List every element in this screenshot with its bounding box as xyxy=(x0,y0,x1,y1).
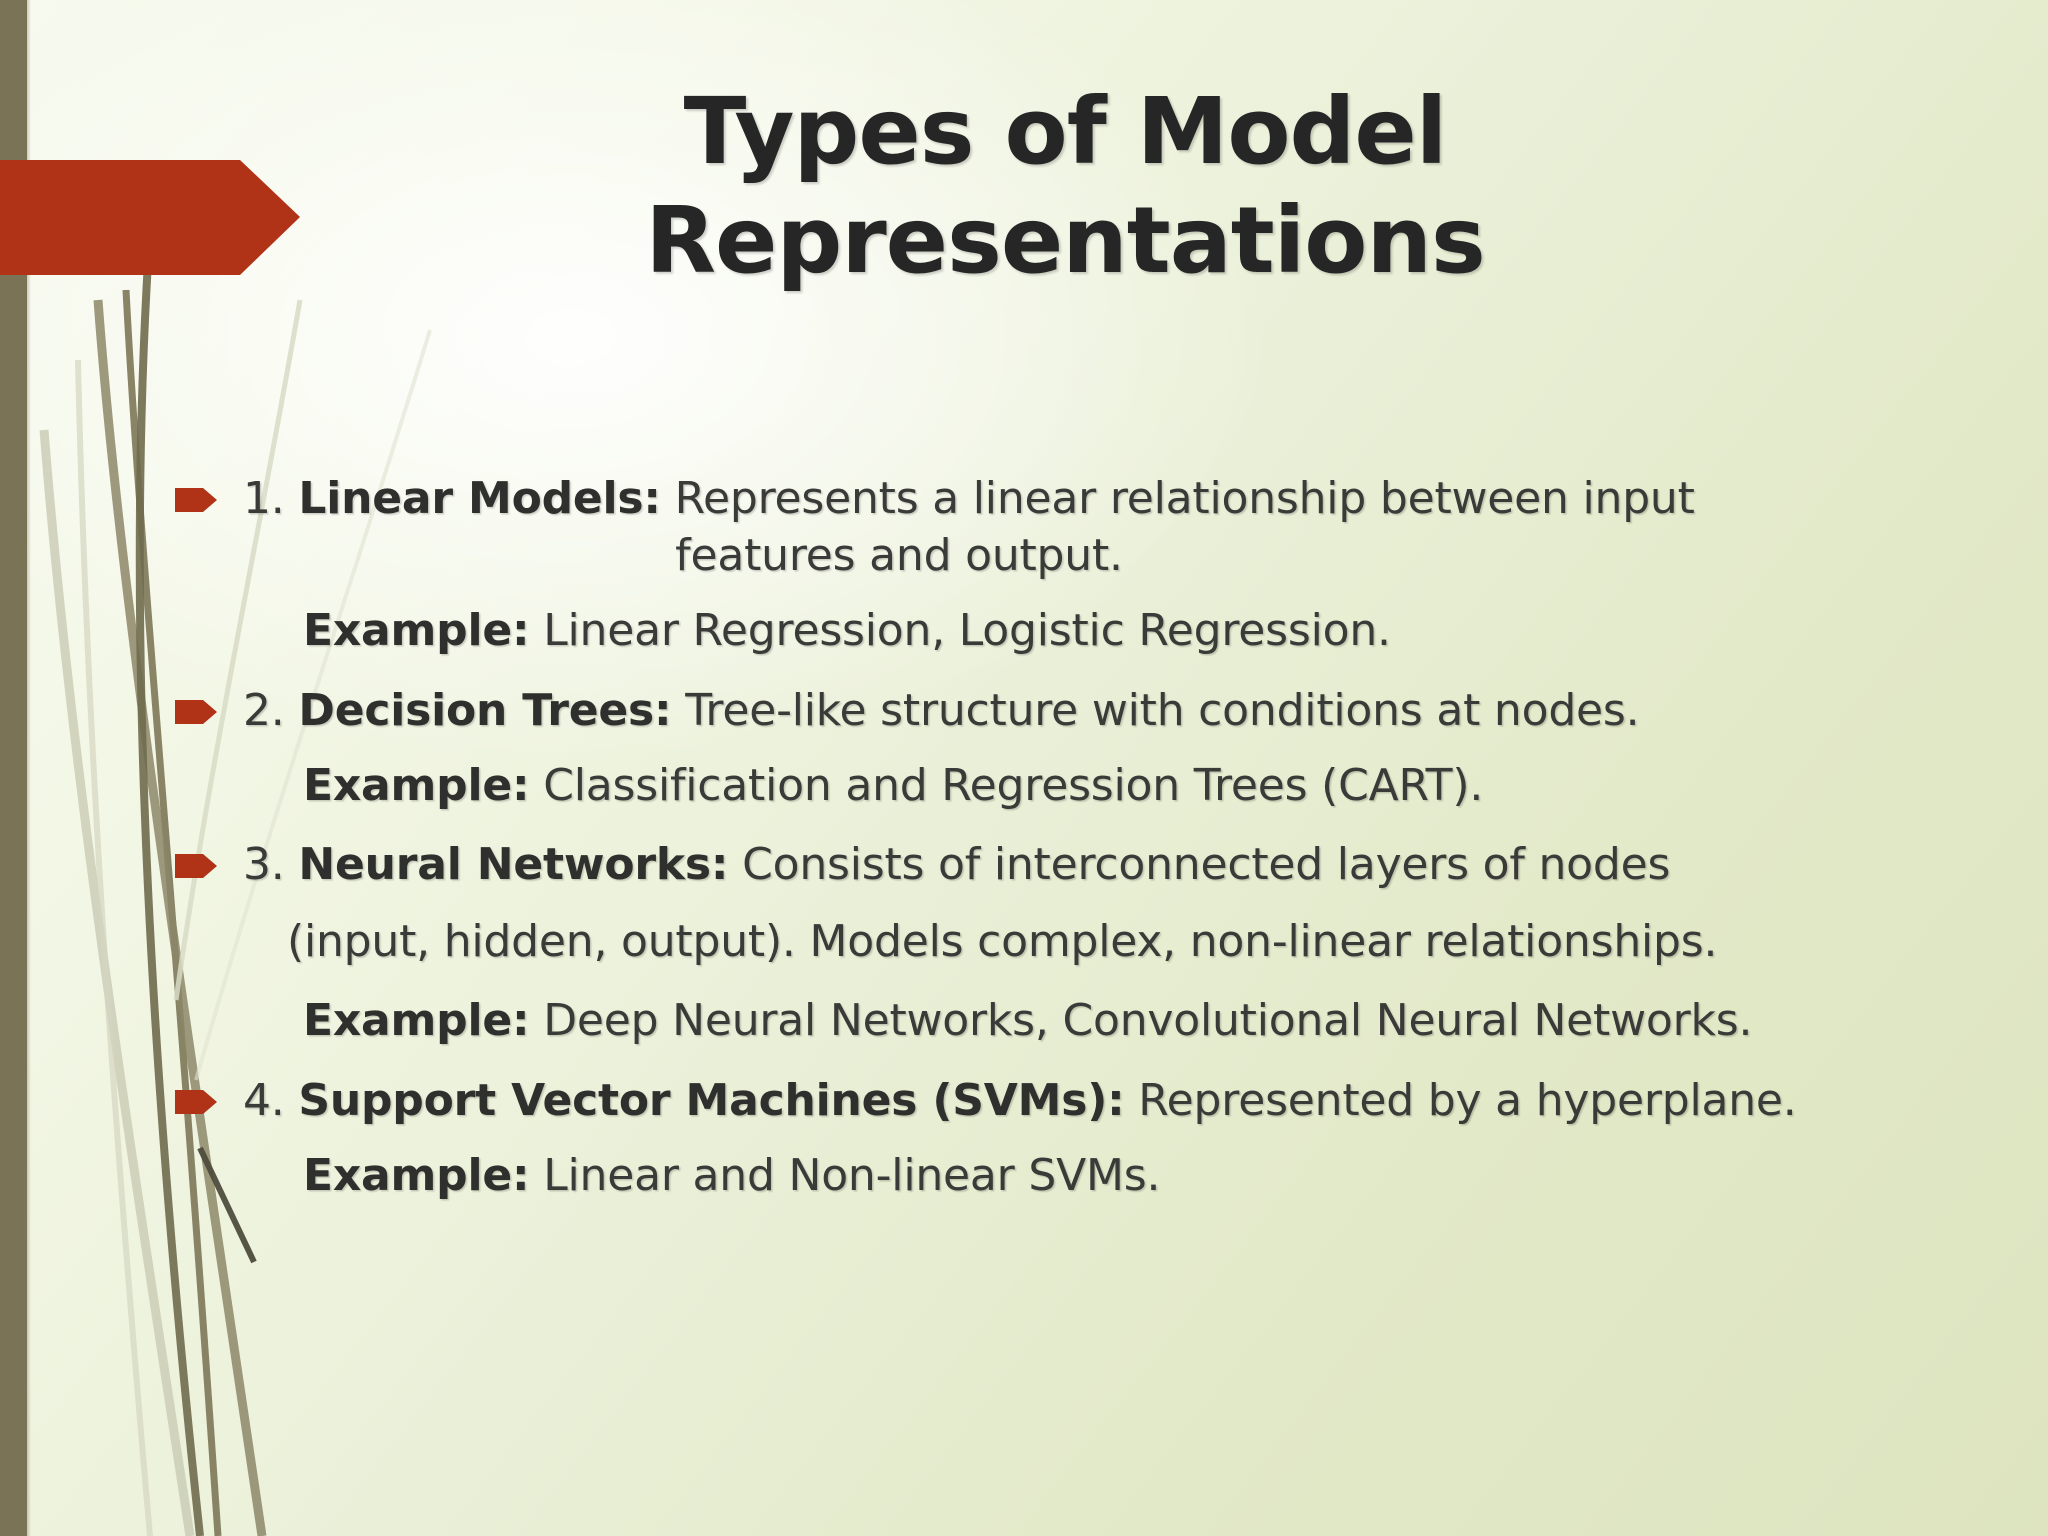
example-item-2: Example: Classification and Regression T… xyxy=(175,757,1985,814)
slide-body: 1. Linear Models: Represents a linear re… xyxy=(175,470,1985,1226)
bullet-text-1: Represents a linear relationship between… xyxy=(660,473,1695,524)
slide-title-line-2: Representations xyxy=(645,186,1486,294)
example-item-4: Example: Linear and Non-linear SVMs. xyxy=(175,1147,1985,1204)
example-lead-3: Example: xyxy=(303,995,530,1047)
arrow-bullet-icon xyxy=(175,853,217,878)
bullet-number-1: 1. xyxy=(243,473,285,524)
bullet-number-4: 4. xyxy=(243,1074,285,1126)
example-text-3: Deep Neural Networks, Convolutional Neur… xyxy=(529,995,1753,1047)
bullet-item-3: 3. Neural Networks: Consists of intercon… xyxy=(175,836,1985,893)
red-arrow-banner-icon xyxy=(0,160,300,275)
bullet-lead-4: Support Vector Machines (SVMs): xyxy=(298,1074,1125,1126)
arrow-bullet-icon xyxy=(175,699,217,724)
bullet-text-4: Represented by a hyperplane. xyxy=(1124,1074,1797,1126)
example-text-2: Classification and Regression Trees (CAR… xyxy=(529,759,1484,811)
bullet-wrapped-line-1: features and output. xyxy=(675,530,1123,582)
example-text-4: Linear and Non-linear SVMs. xyxy=(529,1149,1161,1201)
example-lead-1: Example: xyxy=(303,605,530,657)
slide-title: Types of Model Representations xyxy=(340,78,1790,295)
arrow-bullet-icon xyxy=(175,1089,217,1114)
bullet-lead-2: Decision Trees: xyxy=(298,684,672,736)
example-lead-4: Example: xyxy=(303,1149,530,1201)
arrow-bullet-icon xyxy=(175,488,217,512)
bullet-text-2: Tree-like structure with conditions at n… xyxy=(671,684,1640,736)
example-lead-2: Example: xyxy=(303,759,530,811)
bullet-continuation-3: (input, hidden, output). Models complex,… xyxy=(287,916,1718,968)
bullet-item-2: 2. Decision Trees: Tree-like structure w… xyxy=(175,682,1985,739)
example-item-3: Example: Deep Neural Networks, Convoluti… xyxy=(175,992,1985,1049)
left-band-shadow xyxy=(27,0,31,1536)
example-item-1: Example: Linear Regression, Logistic Reg… xyxy=(175,602,1985,659)
bullet-lead-3: Neural Networks: xyxy=(298,838,729,890)
example-text-1: Linear Regression, Logistic Regression. xyxy=(529,605,1391,657)
bullet-number-3: 3. xyxy=(243,838,285,890)
bullet-item-4: 4. Support Vector Machines (SVMs): Repre… xyxy=(175,1072,1985,1129)
bullet-number-2: 2. xyxy=(243,684,285,736)
slide-title-line-1: Types of Model xyxy=(683,78,1448,185)
bullet-item-1: 1. Linear Models: Represents a linear re… xyxy=(175,470,1985,584)
bullet-lead-1: Linear Models: xyxy=(298,473,661,524)
bullet-text-3: Consists of interconnected layers of nod… xyxy=(728,838,1671,890)
